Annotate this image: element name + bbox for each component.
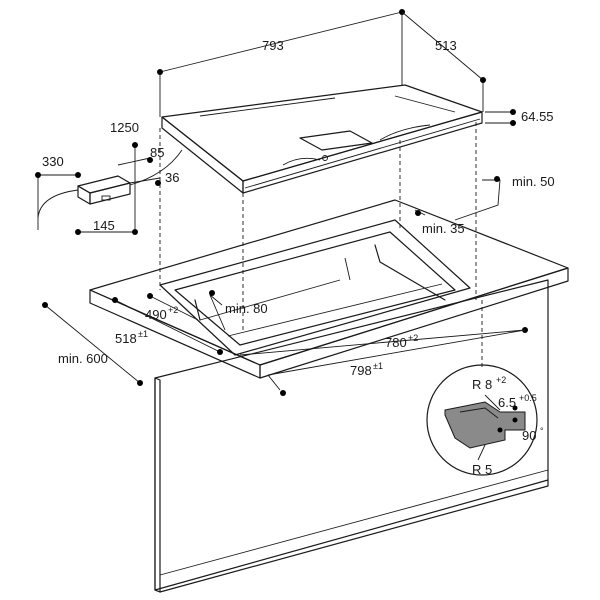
detail-circle bbox=[426, 364, 538, 476]
dim-min80-dot bbox=[209, 290, 215, 296]
dim-min50-line bbox=[454, 179, 501, 221]
dim-793-line bbox=[159, 11, 403, 117]
dim-85-dot bbox=[147, 157, 153, 163]
dim-798-dot bbox=[280, 390, 286, 396]
dim-798-line bbox=[267, 329, 526, 391]
label-145: 145 bbox=[93, 218, 115, 233]
cutout-rim-lines bbox=[209, 283, 443, 337]
cooktop-front-edge bbox=[242, 111, 483, 194]
mains-cable bbox=[37, 189, 79, 219]
label-min50: min. 50 bbox=[512, 174, 555, 189]
countertop-surface bbox=[89, 199, 569, 366]
dim-330-line bbox=[37, 174, 78, 230]
cutout-walls bbox=[194, 244, 446, 321]
dim-85-line bbox=[117, 157, 151, 166]
dim-36-line bbox=[129, 177, 161, 184]
detail-r8-leader bbox=[484, 394, 501, 411]
box-front bbox=[89, 182, 131, 205]
detail-section bbox=[444, 401, 526, 449]
label-1250: 1250 bbox=[110, 120, 139, 135]
detail-rebate-edge bbox=[459, 407, 499, 419]
label-rebate: 6.5 bbox=[498, 395, 516, 410]
label-330: 330 bbox=[42, 154, 64, 169]
cabinet-left-side bbox=[154, 377, 161, 593]
detail-dot-b bbox=[512, 417, 518, 423]
dim-490-line bbox=[149, 295, 199, 321]
dim-6455-dot-a bbox=[510, 109, 516, 115]
label-798-tol: ±1 bbox=[373, 361, 383, 371]
label-793: 793 bbox=[262, 38, 284, 53]
edge-detail bbox=[426, 364, 538, 476]
dim-min35-dot bbox=[415, 210, 421, 216]
dim-513-line bbox=[401, 11, 484, 112]
label-min35: min. 35 bbox=[422, 221, 465, 236]
cooktop-surface-lines bbox=[199, 95, 456, 117]
dim-min50-dot bbox=[494, 176, 500, 182]
countertop bbox=[89, 199, 569, 379]
detail-dot-c bbox=[497, 427, 503, 433]
dim-518-line bbox=[114, 299, 221, 353]
dimension-labels: 793 513 64.55 1250 330 85 36 145 min. 50… bbox=[42, 38, 555, 477]
label-490: 490 bbox=[145, 307, 167, 322]
dim-36-dot bbox=[155, 180, 161, 186]
label-490-tol: +2 bbox=[168, 305, 178, 315]
cutout-inner bbox=[174, 231, 456, 346]
label-r8: R 8 bbox=[472, 377, 492, 392]
dim-min600-dot-a bbox=[42, 302, 48, 308]
label-798: 798 bbox=[350, 363, 372, 378]
dim-1250-dot bbox=[132, 142, 138, 148]
label-angle-unit: ° bbox=[540, 426, 544, 436]
label-85: 85 bbox=[150, 145, 164, 160]
dim-518-dot-a bbox=[112, 297, 118, 303]
cooktop-zone-arcs bbox=[282, 124, 431, 166]
detail-r5-leader bbox=[477, 444, 486, 461]
dim-145-dot-b bbox=[132, 229, 138, 235]
control-panel bbox=[299, 130, 373, 151]
label-36: 36 bbox=[165, 170, 179, 185]
label-780: 780 bbox=[385, 335, 407, 350]
dim-793-dot-a bbox=[157, 69, 163, 75]
dim-490-dot bbox=[147, 293, 153, 299]
dim-513-dot bbox=[480, 77, 486, 83]
label-518-tol: ±1 bbox=[138, 329, 148, 339]
cabinet-base bbox=[154, 479, 549, 593]
label-rebate-tol: +0.5 bbox=[519, 393, 537, 403]
label-518: 518 bbox=[115, 331, 137, 346]
alignment-lines bbox=[159, 122, 483, 370]
dim-6455-dot-b bbox=[510, 120, 516, 126]
cabinet bbox=[154, 279, 549, 593]
label-r8-tol: +2 bbox=[496, 375, 506, 385]
cutout-outer bbox=[159, 219, 471, 356]
label-angle: 90 bbox=[522, 428, 536, 443]
dim-min600-dot-b bbox=[137, 380, 143, 386]
dim-145-dot-a bbox=[75, 229, 81, 235]
box-left bbox=[77, 185, 91, 205]
dim-330-dot-b bbox=[75, 172, 81, 178]
dim-330-dot-a bbox=[35, 172, 41, 178]
cooktop bbox=[161, 84, 483, 194]
label-513: 513 bbox=[435, 38, 457, 53]
detail-dot-a bbox=[512, 405, 518, 411]
dim-780-line bbox=[239, 329, 526, 356]
label-min80: min. 80 bbox=[225, 301, 268, 316]
label-6455: 64.55 bbox=[521, 109, 554, 124]
cooktop-trim-line bbox=[244, 118, 481, 189]
cutout-depth-lines bbox=[199, 257, 351, 321]
box-connector bbox=[101, 195, 111, 201]
dim-min80-line bbox=[209, 294, 223, 306]
dimension-lines bbox=[35, 9, 528, 396]
label-r5: R 5 bbox=[472, 462, 492, 477]
countertop-front-edge bbox=[259, 267, 569, 379]
power-button-icon bbox=[322, 155, 328, 161]
dim-518-dot-b bbox=[217, 349, 223, 355]
label-780-tol: +2 bbox=[408, 333, 418, 343]
label-min600: min. 600 bbox=[58, 351, 108, 366]
cabinet-plinth-line bbox=[159, 469, 549, 576]
dim-min600-line bbox=[44, 304, 141, 384]
